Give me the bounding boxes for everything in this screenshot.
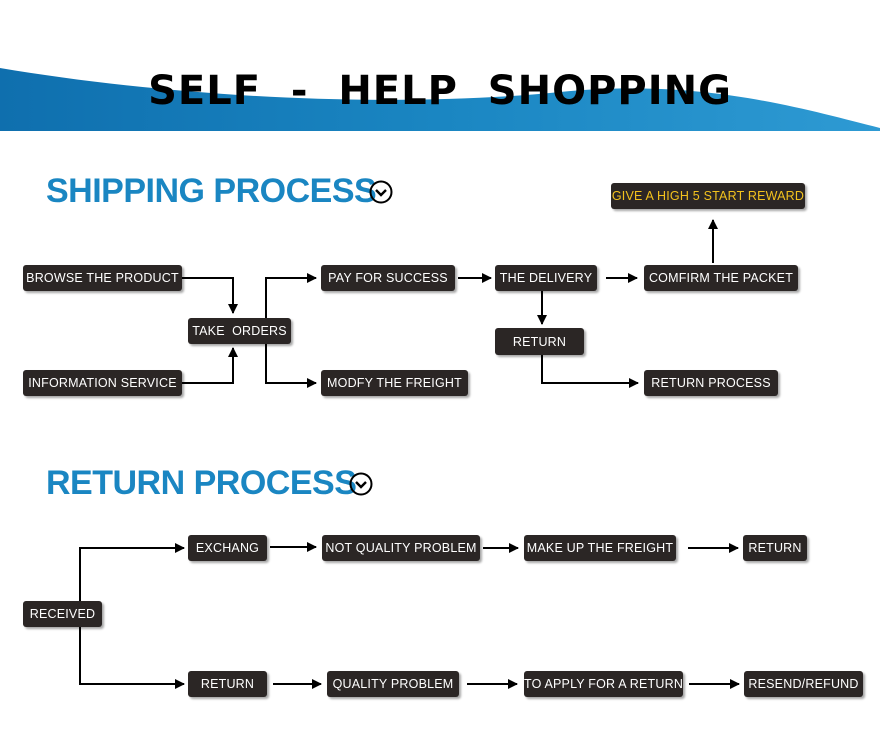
node-not-quality-problem: NOT QUALITY PROBLEM	[322, 535, 480, 561]
banner-wave	[0, 68, 880, 131]
chevron-down-circle-icon	[349, 472, 373, 496]
return-process-title: RETURN PROCESS	[46, 464, 357, 502]
shipping-connectors	[182, 219, 718, 388]
chevron-down-circle-icon	[369, 180, 393, 204]
node-quality-problem: QUALITY PROBLEM	[327, 671, 459, 697]
node-return-process: RETURN PROCESS	[644, 370, 778, 396]
node-confirm-packet: COMFIRM THE PACKET	[644, 265, 798, 291]
node-apply-for-return: TO APPLY FOR A RETURN	[524, 671, 683, 697]
node-reward: GIVE A HIGH 5 START REWARD	[611, 183, 805, 209]
node-return-top: RETURN	[743, 535, 807, 561]
node-browse-product: BROWSE THE PRODUCT	[23, 265, 182, 291]
node-return: RETURN	[495, 328, 584, 355]
node-received: RECEIVED	[23, 601, 102, 627]
node-the-delivery: THE DELIVERY	[495, 265, 597, 291]
page-title: SELF - HELP SHOPPING	[148, 68, 732, 114]
node-take-orders: TAKE ORDERS	[188, 318, 291, 344]
node-pay-for-success: PAY FOR SUCCESS	[321, 265, 455, 291]
node-resend-refund: RESEND/REFUND	[744, 671, 863, 697]
node-information-service: INFORMATION SERVICE	[23, 370, 182, 396]
node-make-up-freight: MAKE UP THE FREIGHT	[524, 535, 676, 561]
shipping-process-title: SHIPPING PROCESS	[46, 172, 377, 210]
return-connectors	[79, 542, 740, 689]
node-return-bottom: RETURN	[188, 671, 267, 697]
node-exchang: EXCHANG	[188, 535, 267, 561]
node-modify-freight: MODFY THE FREIGHT	[321, 370, 468, 396]
